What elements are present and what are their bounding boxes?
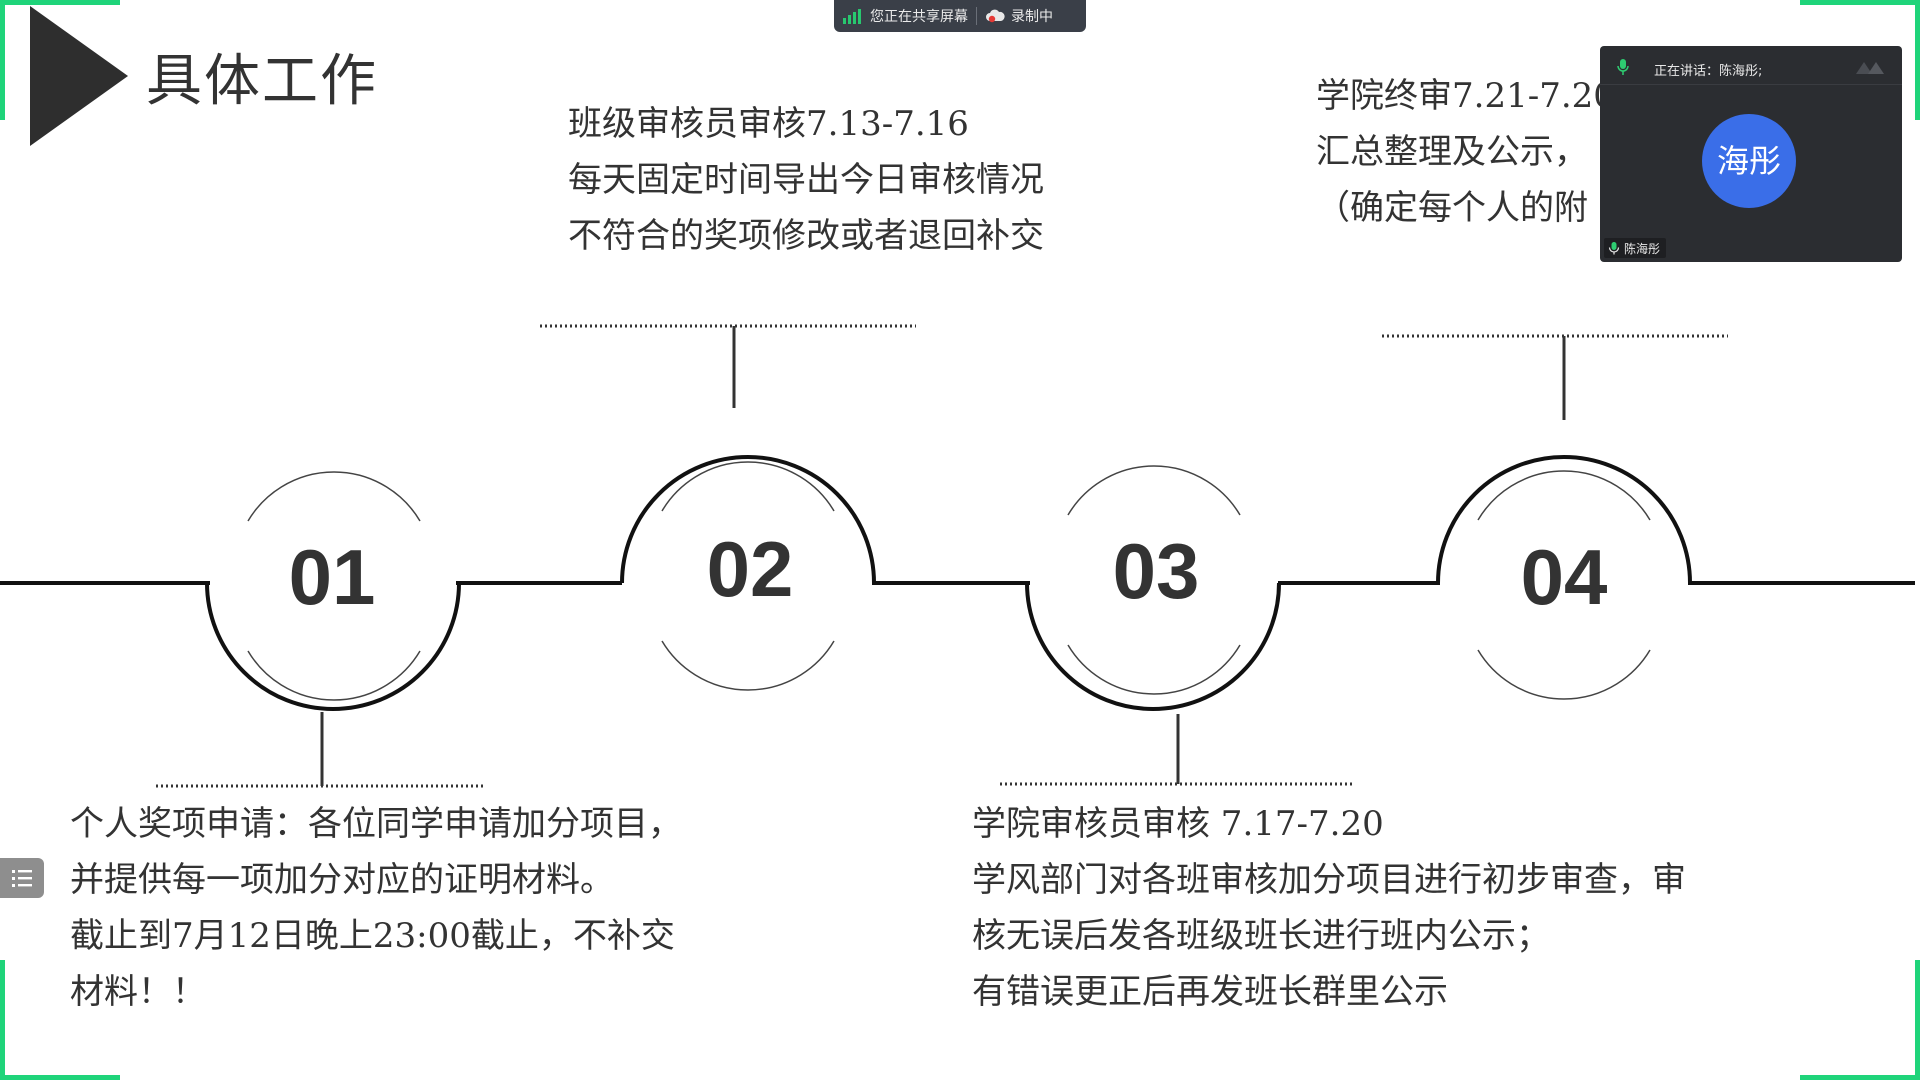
side-menu-button[interactable] [0,858,44,898]
step-01-line: 截止到7月12日晚上23:00截止，不补交 [70,916,675,956]
step-02-line: 每天固定时间导出今日审核情况 [568,160,1044,200]
step-01-line: 并提供每一项加分对应的证明材料。 [70,860,614,900]
circle-02-thin-arc-top [661,461,835,512]
step-02-line: 不符合的奖项修改或者退回补交 [568,216,1044,256]
step-03-line: 学院审核员审核 7.17-7.20 [972,804,1384,844]
step-01-line: 个人奖项申请：各位同学申请加分项目， [70,804,682,844]
circle-01-bold-arc [205,582,461,711]
share-frame-corner-tr-v [1915,0,1920,120]
circle-04-thin-arc-top [1477,470,1651,521]
title-arrow-icon [30,6,128,146]
panel-header-divider [1600,84,1902,85]
slide-title: 具体工作 [146,49,378,114]
speaking-label: 正在讲话：陈海彤; [1654,64,1763,79]
screen-share-bar: 您正在共享屏幕 录制中 [834,0,1086,32]
panel-options-icon[interactable] [1854,56,1890,76]
sharing-status-label: 您正在共享屏幕 [870,9,968,25]
participant-name: 陈海彤 [1624,241,1661,256]
share-frame-corner-tr-h [1800,0,1920,5]
circle-03-bold-arc [1025,582,1281,711]
step-number-02: 02 [706,525,794,613]
mic-icon [1617,59,1629,75]
step-02-line: 班级审核员审核7.13-7.16 [568,104,969,144]
recording-status-button[interactable]: 录制中 [977,0,1061,32]
step-03-description: 学院审核员审核 7.17-7.20 学风部门对各班审核加分项目进行初步审查，审 … [972,796,1686,1020]
share-frame-corner-bl-h [0,1075,120,1080]
share-bar-divider [976,7,977,25]
step-01-line: 材料！！ [70,972,206,1012]
circle-03-thin-arc-top [1067,465,1241,516]
step-01-description: 个人奖项申请：各位同学申请加分项目， 并提供每一项加分对应的证明材料。 截止到7… [70,796,682,1020]
step-04-line: 汇总整理及公示， [1316,132,1588,172]
share-frame-corner-tl-v [0,0,5,120]
step-04-line: 学院终审7.21-7.20 [1316,76,1615,116]
participant-avatar: 海彤 [1702,114,1796,208]
step-03-line: 核无误后发各班级班长进行班内公示； [972,916,1550,956]
step-number-04: 04 [1520,533,1608,621]
name-tag-mic-icon [1608,242,1620,255]
list-icon [12,870,32,887]
step-number-01: 01 [288,533,376,621]
participant-name-tag: 陈海彤 [1604,238,1667,258]
sharing-status-button[interactable]: 您正在共享屏幕 [834,0,976,32]
share-frame-corner-br-v [1915,960,1920,1080]
step-04-description: 学院终审7.21-7.20 汇总整理及公示， （确定每个人的附 [1316,68,1615,236]
signal-bars-icon [843,9,861,24]
step-02-description: 班级审核员审核7.13-7.16 每天固定时间导出今日审核情况 不符合的奖项修改… [568,96,1044,264]
circle-03-thin-arc-bottom [1067,644,1241,695]
share-frame-corner-tl-h [0,0,120,5]
recording-status-label: 录制中 [1011,9,1053,25]
share-frame-corner-bl-v [0,960,5,1080]
step-number-03: 03 [1112,527,1200,615]
circle-02-thin-arc-bottom [661,640,835,691]
circle-02-bold-arc [620,455,876,584]
step-03-line: 学风部门对各班审核加分项目进行初步审查，审 [972,860,1686,900]
circle-04-bold-arc [1436,455,1692,584]
share-frame-corner-br-h [1800,1075,1920,1080]
circle-04-thin-arc-bottom [1477,649,1651,700]
video-panel[interactable]: 正在讲话：陈海彤; 海彤 陈海彤 [1600,46,1902,262]
circle-01-thin-arc-top [247,471,421,522]
circle-01-thin-arc-bottom [247,650,421,701]
step-03-line: 有错误更正后再发班长群里公示 [972,972,1448,1012]
cloud-record-icon [986,9,1005,23]
step-04-line: （确定每个人的附 [1316,188,1588,228]
